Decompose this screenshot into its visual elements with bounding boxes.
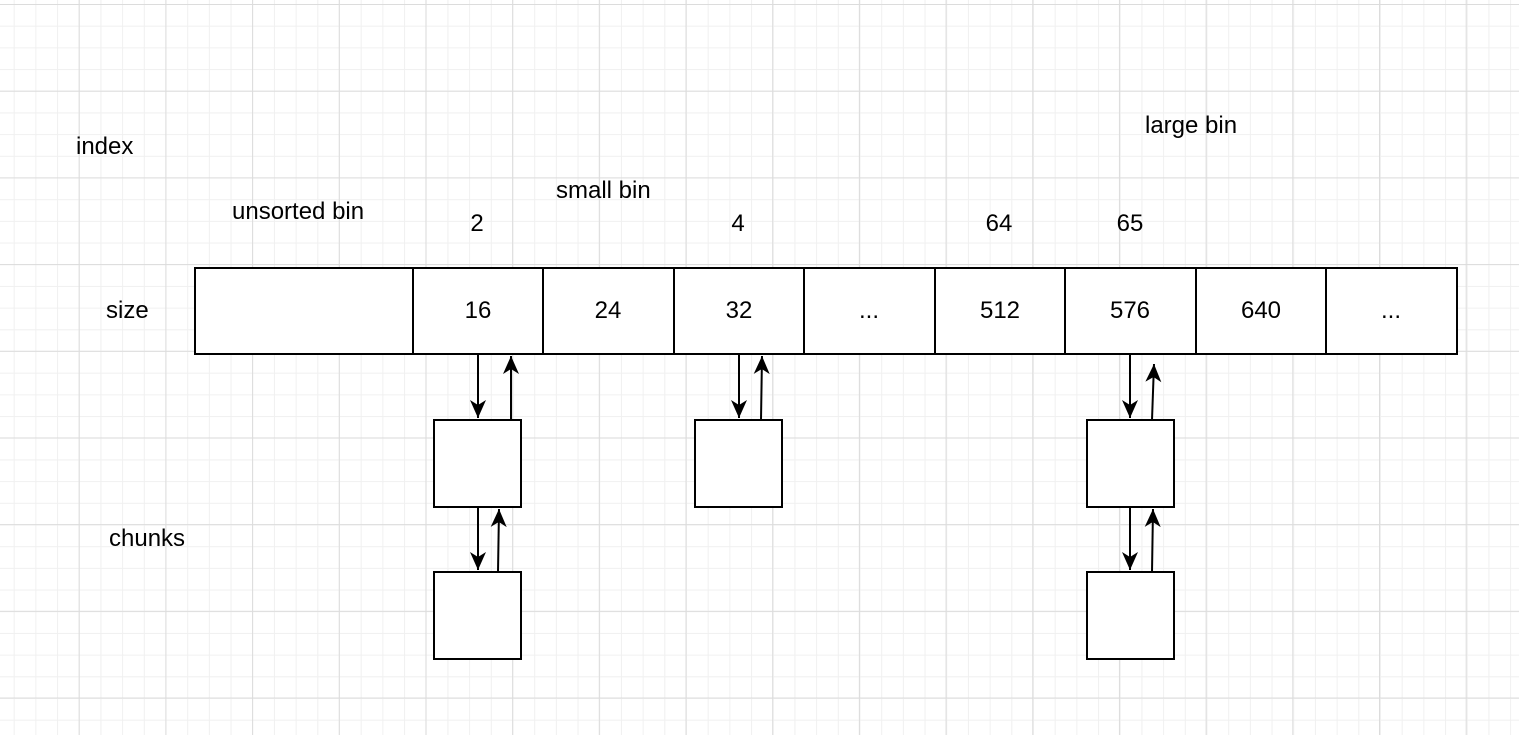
chunk-box: [433, 571, 522, 660]
bin-size-value: 32: [726, 297, 753, 324]
chunk-box: [1086, 571, 1175, 660]
bin-cell: [673, 267, 805, 355]
bin-size-value: ...: [1381, 297, 1401, 324]
unsorted-bin-label: unsorted bin: [232, 198, 364, 225]
index-number: 65: [1117, 210, 1144, 237]
large-bin-label: large bin: [1145, 112, 1237, 139]
backward-link-arrow: [1144, 508, 1161, 573]
chunks-label: chunks: [109, 525, 185, 552]
backward-link-arrow: [1145, 363, 1162, 421]
backward-link-arrow: [490, 508, 507, 573]
chunk-box: [1086, 419, 1175, 508]
bin-cell: [1195, 267, 1327, 355]
bin-size-value: 24: [595, 297, 622, 324]
index-label: index: [76, 133, 133, 160]
bin-size-value: 640: [1241, 297, 1281, 324]
backward-link-arrow: [753, 355, 770, 421]
bin-cell: [412, 267, 544, 355]
small-bin-label: small bin: [556, 177, 651, 204]
index-number: 4: [731, 210, 744, 237]
index-number: 2: [470, 210, 483, 237]
bin-cell: [1325, 267, 1458, 355]
bin-size-value: 512: [980, 297, 1020, 324]
bin-cell: [934, 267, 1066, 355]
unsorted-bin-cell: [194, 267, 414, 355]
bin-size-value: ...: [859, 297, 879, 324]
chunk-box: [694, 419, 783, 508]
size-label: size: [106, 297, 149, 324]
bin-size-value: 576: [1110, 297, 1150, 324]
bin-size-value: 16: [465, 297, 492, 324]
index-number: 64: [986, 210, 1013, 237]
chunk-box: [433, 419, 522, 508]
bin-cell: [1064, 267, 1197, 355]
bin-cell: [542, 267, 675, 355]
